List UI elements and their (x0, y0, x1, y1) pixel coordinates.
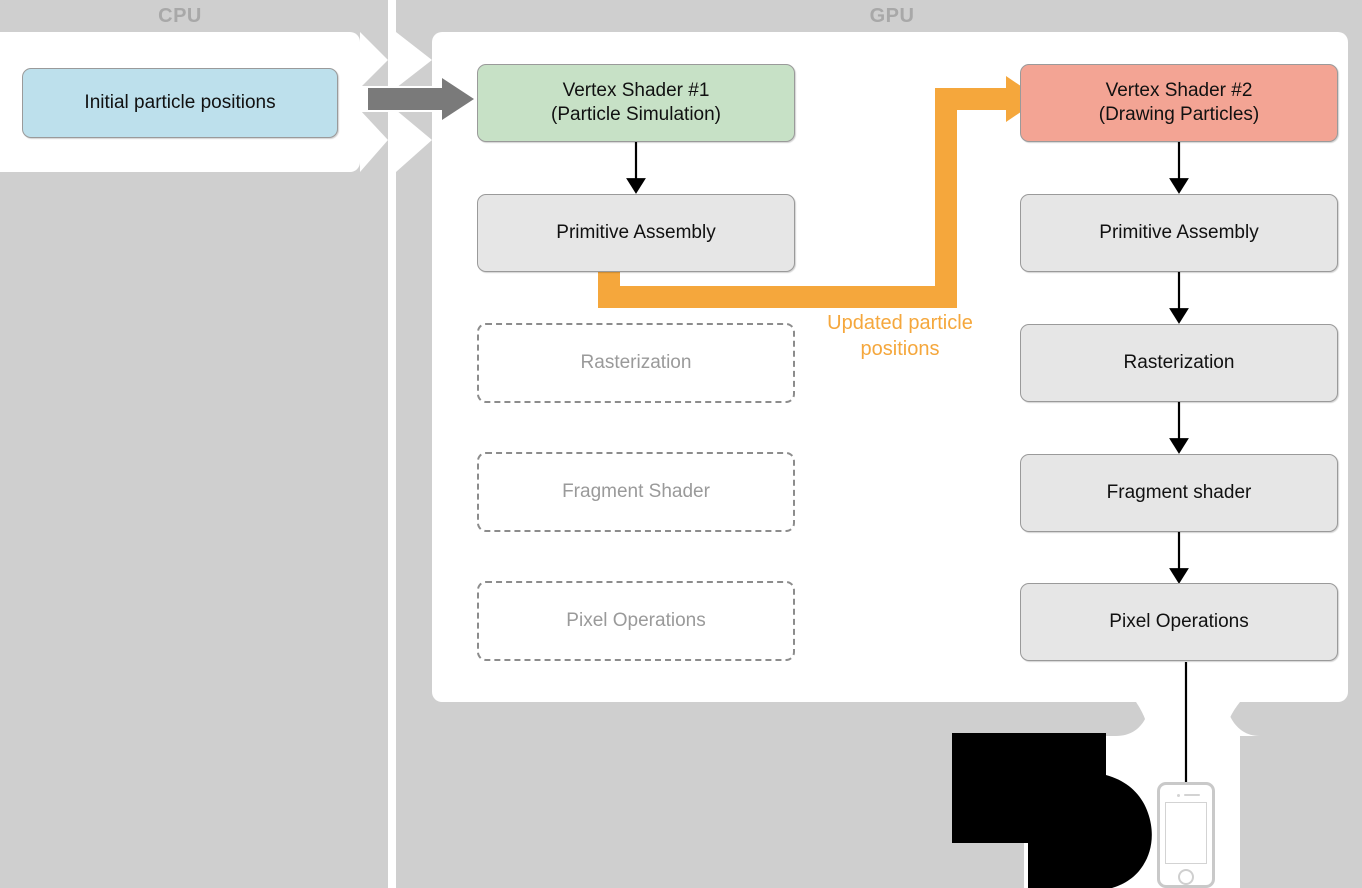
node-label-line2: (Drawing Particles) (1098, 104, 1260, 125)
node-pixel-operations-1: Pixel Operations (477, 581, 795, 661)
node-vertex-shader-2[interactable]: Vertex Shader #2 (Drawing Particles) (1020, 64, 1338, 142)
updated-particle-positions-label: Updated particle positions (806, 310, 994, 362)
node-pixel-operations-2[interactable]: Pixel Operations (1020, 583, 1338, 661)
node-label-line2: (Particle Simulation) (551, 104, 721, 125)
node-vertex-shader-1[interactable]: Vertex Shader #1 (Particle Simulation) (477, 64, 795, 142)
node-fragment-shader-1: Fragment Shader (477, 452, 795, 532)
node-label: Pixel Operations (1109, 610, 1249, 632)
node-label: Fragment shader (1106, 481, 1252, 503)
node-label: Rasterization (580, 351, 692, 373)
phone-camera-icon (1177, 794, 1180, 797)
node-label: Primitive Assembly (1099, 221, 1259, 243)
node-label-line1: Vertex Shader #2 (1105, 79, 1253, 101)
node-label: Initial particle positions (84, 91, 276, 113)
node-label-line1: Vertex Shader #1 (562, 79, 710, 101)
smartphone-icon (1157, 782, 1215, 888)
node-primitive-assembly-1[interactable]: Primitive Assembly (477, 194, 795, 272)
cpu-gpu-divider (388, 0, 396, 888)
gpu-zone-label: GPU (869, 5, 915, 27)
phone-screen (1165, 802, 1207, 864)
phone-home-button-icon (1178, 869, 1194, 885)
node-primitive-assembly-2[interactable]: Primitive Assembly (1020, 194, 1338, 272)
node-fragment-shader-2[interactable]: Fragment shader (1020, 454, 1338, 532)
node-rasterization-2[interactable]: Rasterization (1020, 324, 1338, 402)
phone-speaker-icon (1184, 794, 1200, 796)
feedback-label-line2: positions (860, 338, 940, 360)
obscured-region (952, 733, 1152, 888)
node-label: Pixel Operations (566, 609, 706, 631)
node-label: Rasterization (1123, 351, 1235, 373)
node-rasterization-1: Rasterization (477, 323, 795, 403)
feedback-label-line1: Updated particle (827, 312, 973, 334)
cpu-zone-label: CPU (158, 5, 202, 27)
node-initial-particle-positions[interactable]: Initial particle positions (22, 68, 338, 138)
node-label: Fragment Shader (562, 480, 710, 502)
node-label: Primitive Assembly (556, 221, 716, 243)
